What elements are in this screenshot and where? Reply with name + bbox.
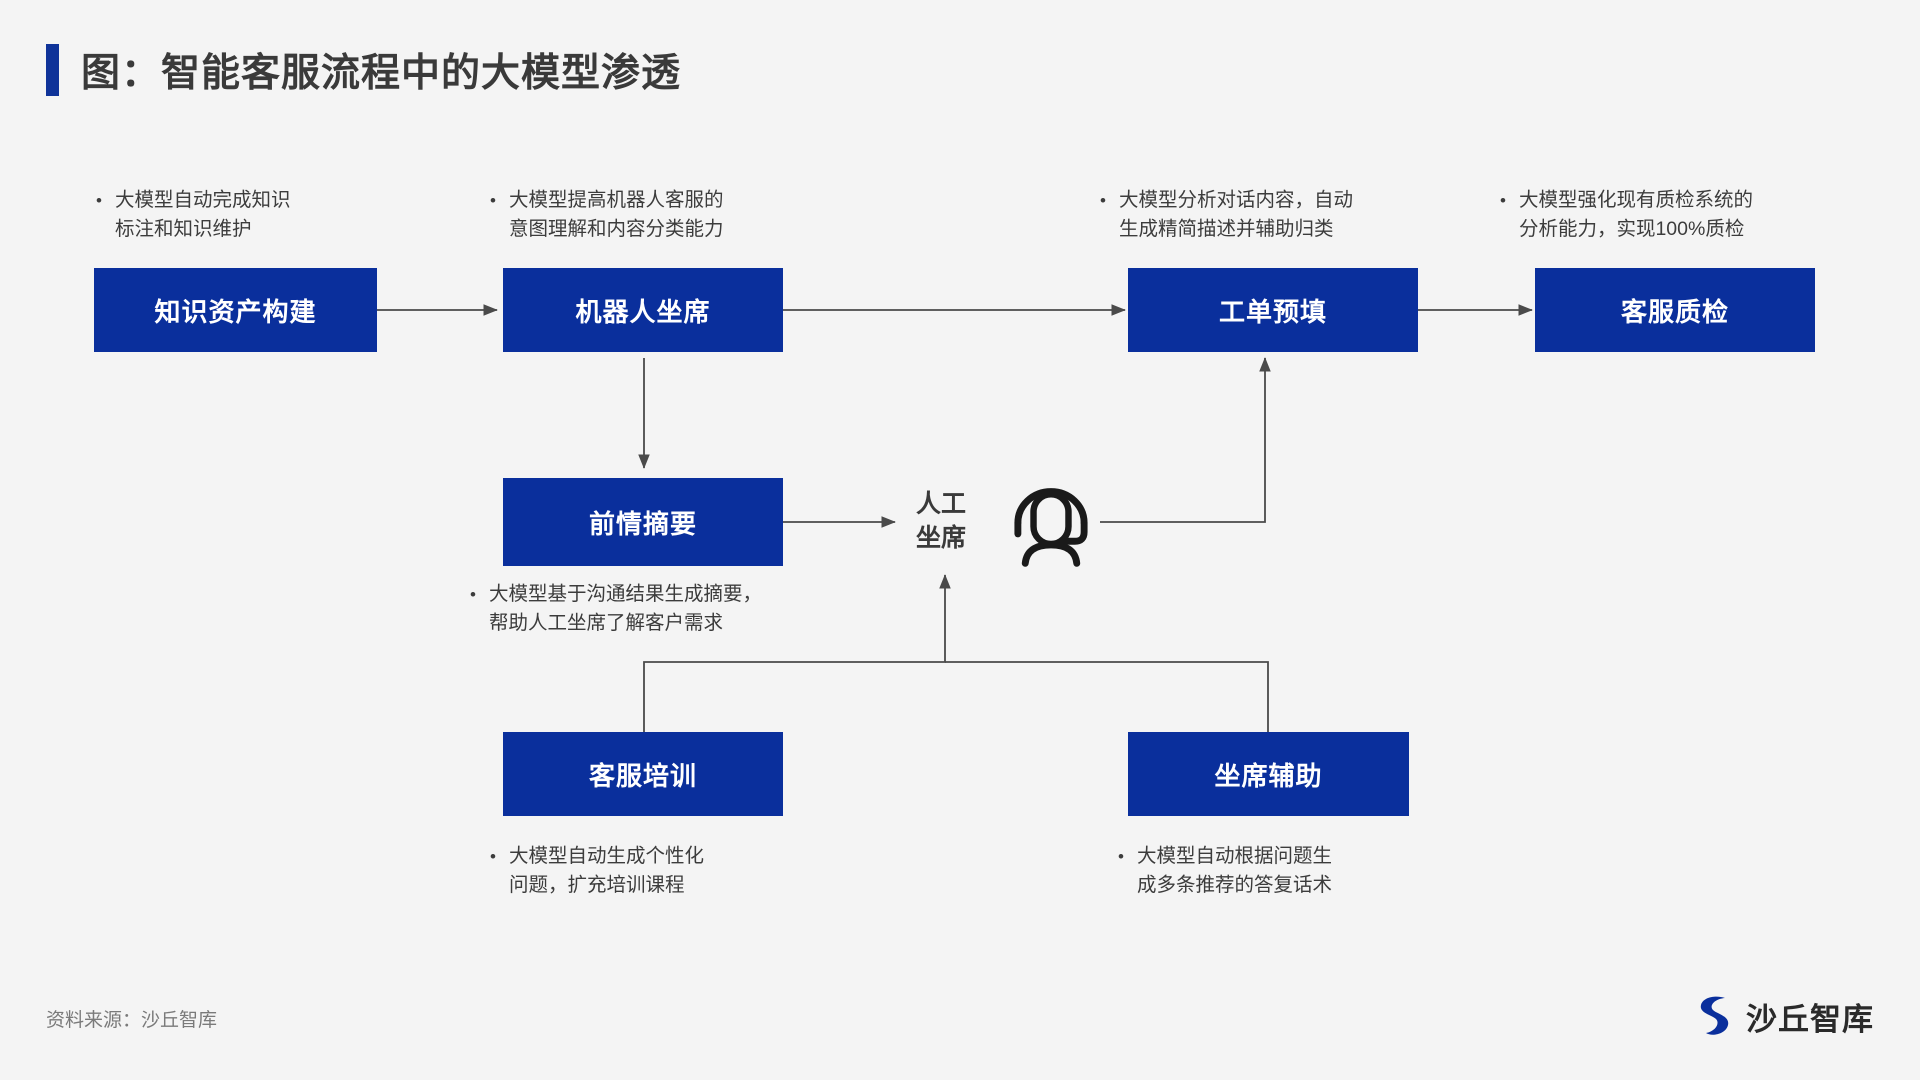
- brand-name: 沙丘智库: [1746, 1001, 1874, 1037]
- note-context-summary: • 大模型基于沟通结果生成摘要， 帮助人工坐席了解客户需求: [470, 580, 820, 638]
- flow-box-context-summary[interactable]: 前情摘要: [503, 478, 783, 566]
- source-note: 资料来源：沙丘智库: [46, 1010, 218, 1031]
- bullet-icon: •: [490, 191, 496, 210]
- note-service-qa: • 大模型强化现有质检系统的 分析能力，实现100%质检: [1500, 186, 1840, 244]
- page-title: 图：智能客服流程中的大模型渗透: [46, 42, 681, 98]
- bullet-icon: •: [1118, 847, 1124, 866]
- flow-box-label: 客服培训: [588, 760, 697, 791]
- flow-box-label: 工单预填: [1218, 296, 1327, 327]
- title-text: 图：智能客服流程中的大模型渗透: [81, 52, 682, 95]
- flow-box-label: 机器人坐席: [575, 296, 711, 327]
- flow-box-agent-assist[interactable]: 坐席辅助: [1128, 732, 1409, 816]
- bullet-icon: •: [1100, 191, 1106, 210]
- title-accent-bar: [46, 44, 59, 96]
- flow-box-agent-training[interactable]: 客服培训: [503, 732, 783, 816]
- note-agent-training: • 大模型自动生成个性化 问题，扩充培训课程: [490, 842, 790, 900]
- flow-box-label: 知识资产构建: [154, 296, 317, 327]
- bullet-icon: •: [490, 847, 496, 866]
- flow-box-label: 前情摘要: [588, 508, 697, 539]
- bullet-icon: •: [1500, 191, 1506, 210]
- note-ticket-prefill: • 大模型分析对话内容，自动 生成精简描述并辅助归类: [1100, 186, 1430, 244]
- brand-mark-icon: [1700, 996, 1729, 1035]
- bullet-icon: •: [470, 585, 476, 604]
- bullet-icon: •: [96, 191, 102, 210]
- manual-agent-label: 人工 坐席: [915, 490, 966, 552]
- flow-box-label: 坐席辅助: [1214, 760, 1323, 791]
- note-agent-assist: • 大模型自动根据问题生 成多条推荐的答复话术: [1118, 842, 1418, 900]
- flow-box-ticket-prefill[interactable]: 工单预填: [1128, 268, 1418, 352]
- headset-agent-icon: [1014, 488, 1088, 567]
- note-robot-agent: • 大模型提高机器人客服的 意图理解和内容分类能力: [490, 186, 800, 244]
- flow-box-label: 客服质检: [1620, 296, 1729, 327]
- note-knowledge-asset: • 大模型自动完成知识 标注和知识维护: [96, 186, 396, 244]
- brand-logo: 沙丘智库: [1692, 992, 1874, 1040]
- flow-box-knowledge-asset[interactable]: 知识资产构建: [94, 268, 377, 352]
- flow-box-service-qa[interactable]: 客服质检: [1535, 268, 1815, 352]
- flow-box-robot-agent[interactable]: 机器人坐席: [503, 268, 783, 352]
